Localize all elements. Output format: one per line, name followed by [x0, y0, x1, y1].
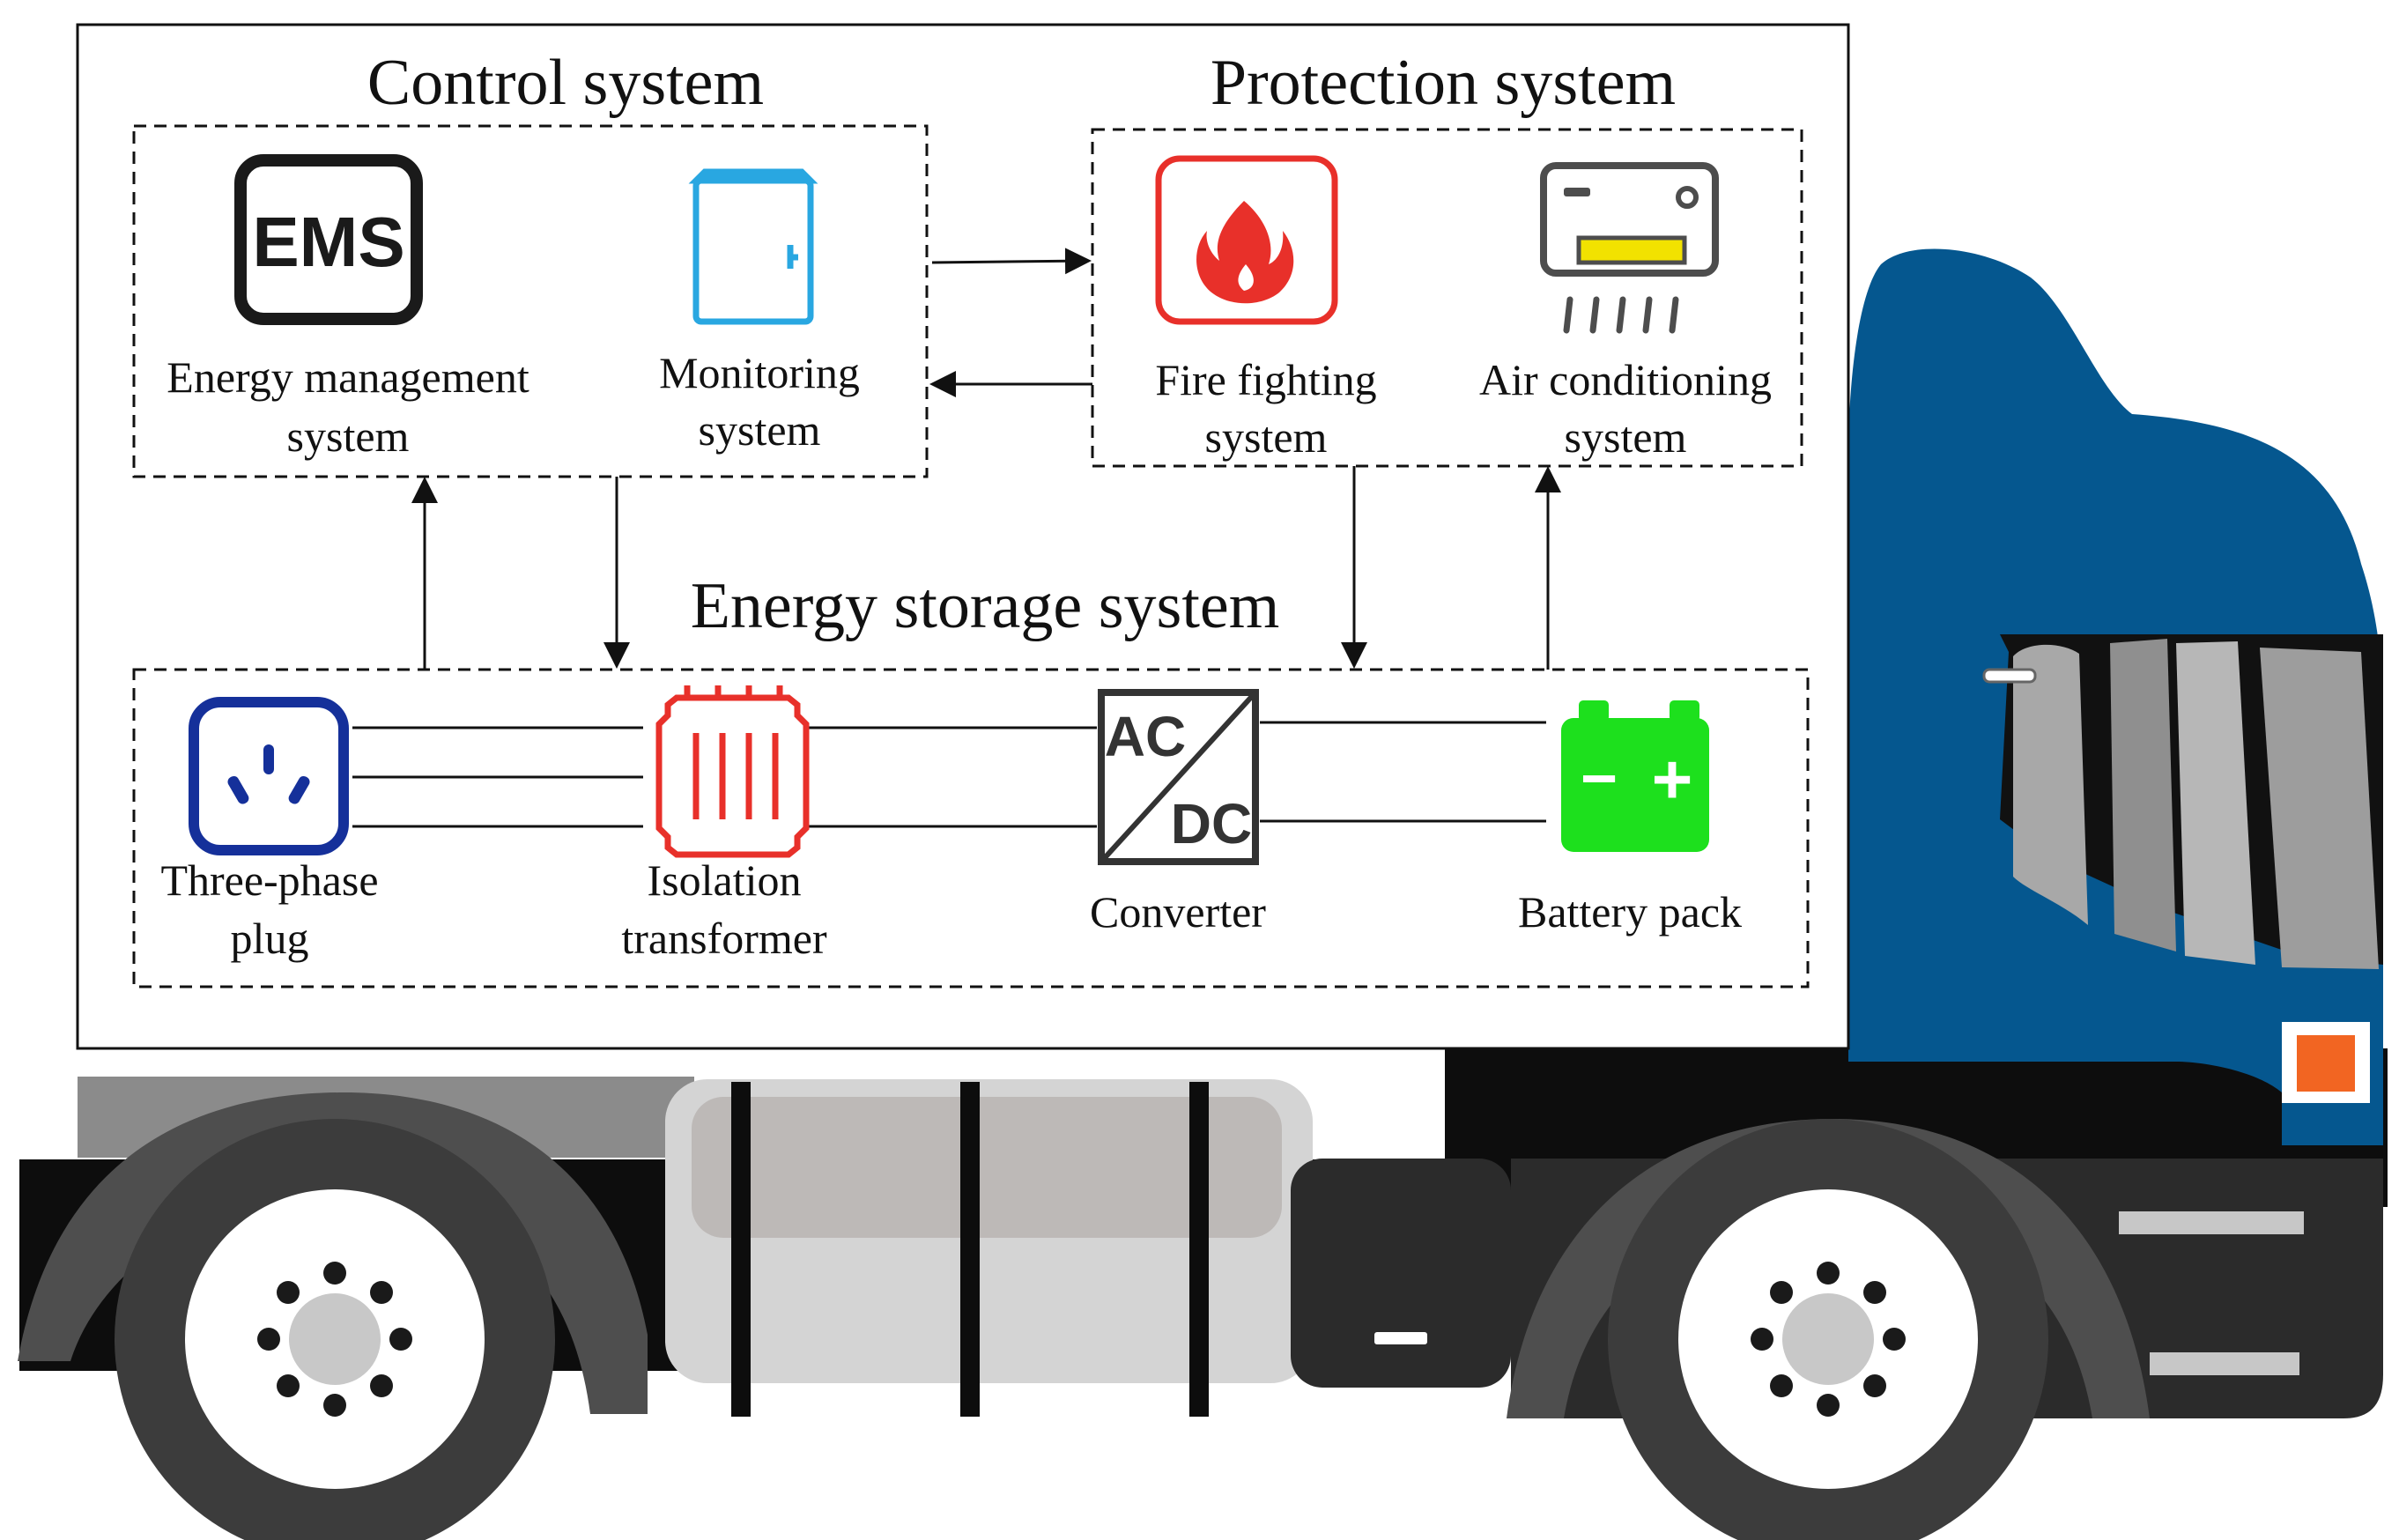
battery-minus: −: [1581, 744, 1618, 814]
arrow-control-to-protection: [931, 248, 1092, 275]
cab-window-glass-4: [2260, 648, 2379, 969]
front-wheel-lugs: [1751, 1262, 1906, 1417]
transformer-label-line1: Isolation: [648, 855, 802, 905]
three-phase-plug-icon: [189, 697, 349, 855]
battery-plus: +: [1652, 740, 1693, 818]
fuel-tank-strap-3: [1189, 1082, 1209, 1417]
cab-window-glass-2: [2110, 639, 2176, 951]
fire-label-line2: system: [1205, 412, 1328, 462]
protection-system-title: Protection system: [1211, 47, 1676, 119]
ems-label-line2: system: [287, 411, 410, 461]
transformer-icon: [655, 685, 810, 858]
cab-step-block: [1291, 1159, 1511, 1388]
control-system-title: Control system: [367, 47, 764, 119]
monitoring-label-line2: system: [699, 405, 821, 455]
battery-label: Battery pack: [1518, 887, 1742, 937]
ems-icon: EMS: [234, 154, 423, 325]
front-wheel-hub: [1782, 1293, 1874, 1385]
fuel-tank-top: [692, 1097, 1282, 1238]
node-monitoring-system: Monitoring system: [659, 168, 860, 455]
plug-label-line1: Three-phase: [160, 855, 378, 905]
cab-window-glass-3: [2176, 641, 2255, 965]
energy-storage-system-group: [132, 668, 1810, 988]
node-isolation-transformer: Isolation transformer: [621, 685, 827, 963]
rear-wheel-hub: [289, 1293, 381, 1385]
power-connections: [352, 721, 1546, 828]
truck-illustration: [18, 248, 2388, 1540]
fire-label-line1: Fire fighting: [1155, 355, 1376, 404]
cabinet-icon: [688, 168, 818, 325]
node-air-conditioning-system: Air conditioning system: [1479, 162, 1772, 462]
bumper-slot-1: [2119, 1211, 2304, 1234]
cab-window-glass: [2013, 644, 2088, 925]
ems-icon-text: EMS: [252, 203, 404, 281]
cab-lamp: [2297, 1035, 2355, 1092]
energy-storage-system-title: Energy storage system: [691, 570, 1280, 642]
monitoring-label-line1: Monitoring: [659, 348, 860, 397]
converter-icon-dc: DC: [1171, 792, 1252, 855]
node-battery-pack: − + Battery pack: [1518, 700, 1742, 937]
step-marker: [1374, 1332, 1427, 1344]
aircon-label-line1: Air conditioning: [1479, 355, 1772, 404]
aircon-label-line2: system: [1565, 412, 1687, 462]
control-system-group: [132, 124, 929, 478]
rear-wheel-lugs: [257, 1262, 412, 1417]
ac-dc-converter-icon: AC DC: [1098, 689, 1259, 865]
door-handle: [1982, 668, 2037, 684]
bumper-slot-2: [2150, 1352, 2299, 1375]
plug-label-line2: plug: [231, 914, 309, 963]
node-three-phase-plug: Three-phase plug: [160, 697, 379, 963]
fuel-tank-strap-1: [731, 1082, 751, 1417]
node-fire-fighting-system: Fire fighting system: [1155, 155, 1377, 462]
node-converter: AC DC Converter: [1090, 689, 1266, 937]
flow-arrows: [411, 248, 1561, 670]
ems-label-line1: Energy management: [167, 352, 529, 402]
transformer-label-line2: transformer: [621, 914, 827, 963]
air-conditioner-icon: [1540, 162, 1719, 334]
protection-system-group: [1091, 128, 1803, 468]
converter-label: Converter: [1090, 887, 1266, 937]
flame-icon: [1155, 155, 1338, 325]
converter-icon-ac: AC: [1105, 705, 1186, 768]
rear-wheel-guard: [18, 1092, 648, 1414]
fuel-tank-strap-2: [960, 1082, 980, 1417]
node-energy-management-system: EMS Energy management system: [167, 154, 529, 461]
battery-icon: − +: [1561, 700, 1709, 852]
